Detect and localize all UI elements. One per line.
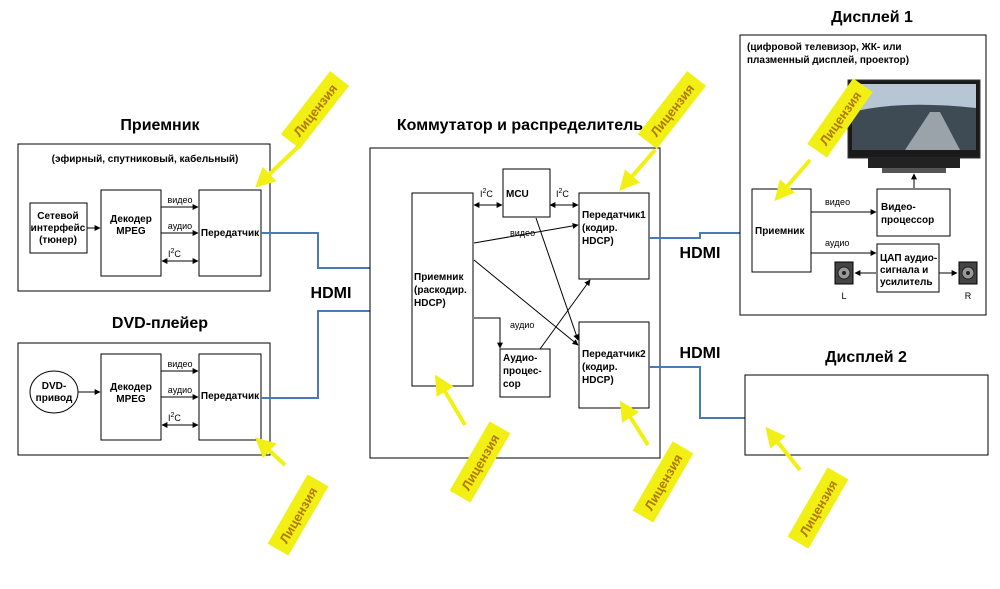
audio-proc-line1: Аудио- — [503, 353, 537, 364]
d-audio-label: аудио — [168, 385, 192, 395]
dvd-drive-line1: DVD- — [42, 381, 66, 392]
r-audio-label: аудио — [168, 221, 192, 231]
video-proc-line1: Видео- — [881, 202, 916, 213]
audio-processor-block: Аудио- процес- сор — [499, 348, 551, 398]
transmitter2-label: Передатчик — [201, 391, 260, 402]
mcu-block: MCU — [502, 168, 551, 218]
hdmi-cable-display1 — [649, 232, 752, 239]
net-interface-line1: Сетевой — [37, 211, 78, 222]
dac-line3: усилитель — [880, 277, 932, 288]
sw-tx1-line3: HDCP) — [582, 236, 614, 247]
license-tag-receiver: Лицензия — [255, 71, 350, 188]
mcu-label: MCU — [506, 189, 529, 200]
sw-i2c-left-label: I2C — [480, 188, 493, 199]
decoder2-line2: MPEG — [116, 394, 146, 405]
dvd-drive-ellipse: DVD- привод — [29, 370, 79, 414]
dvd-drive-line2: привод — [36, 393, 73, 404]
display2-title: Дисплей 2 — [825, 349, 907, 366]
r-video-label: видео — [167, 195, 192, 205]
transmitter1-label: Передатчик — [201, 228, 260, 239]
sw-i2c-right-label: I2C — [556, 188, 569, 199]
sw-tx2-line2: (кодир. — [582, 362, 618, 373]
d1-video-label: видео — [825, 197, 850, 207]
sw-audio-label: аудио — [510, 320, 534, 330]
speaker-right-icon — [958, 261, 978, 285]
display2-frame — [744, 374, 989, 456]
switch-receiver-block: Приемник (раскодир. HDCP) — [411, 192, 474, 387]
net-interface-line3: (тюнер) — [39, 235, 77, 246]
video-proc-line2: процессор — [881, 215, 934, 226]
switch-rx-line2: (раскодир. — [414, 285, 467, 296]
sw-video-label: видео — [510, 228, 535, 238]
video-processor-block: Видео- процессор — [876, 188, 951, 237]
hdmi-cable-dvd — [261, 310, 372, 399]
audio-proc-line3: сор — [503, 379, 521, 390]
speaker-left-icon — [834, 261, 854, 285]
dac-block: ЦАП аудио- сигнала и усилитель — [876, 243, 940, 293]
sw-tx2-line1: Передатчик2 — [582, 349, 646, 360]
speaker-right-label: R — [965, 291, 972, 301]
switch-rx-line3: HDCP) — [414, 298, 446, 309]
r-i2c-label: I2C — [168, 248, 181, 259]
dac-line2: сигнала и — [880, 265, 928, 276]
license-tag-dvd: Лицензия — [255, 437, 329, 556]
switch-rx-line1: Приемник — [414, 272, 464, 283]
dac-line1: ЦАП аудио- — [880, 253, 937, 264]
receiver-title: Приемник — [120, 117, 200, 134]
transmitter-block-2: Передатчик — [198, 353, 262, 441]
speaker-left-label: L — [841, 291, 846, 301]
decoder-block-1: Декодер MPEG — [100, 189, 162, 277]
tv-icon — [847, 79, 981, 173]
d-video-label: видео — [167, 359, 192, 369]
net-interface-block: Сетевой интерфейс (тюнер) — [29, 202, 88, 254]
sw-tx1-line2: (кодир. — [582, 223, 618, 234]
d1-audio-label: аудио — [825, 238, 849, 248]
hdmi-cable-display2 — [649, 366, 745, 419]
d1-receiver-label: Приемник — [755, 226, 805, 237]
switch-title: Коммутатор и распределитель — [397, 117, 643, 134]
audio-proc-line2: процес- — [503, 366, 542, 377]
hdmi-label-display1: HDMI — [680, 245, 721, 262]
decoder2-line1: Декодер — [110, 382, 152, 393]
d-i2c-label: I2C — [168, 412, 181, 423]
sw-tx2-line3: HDCP) — [582, 375, 614, 386]
license-label-receiver: Лицензия — [290, 81, 340, 139]
hdmi-label-input: HDMI — [311, 285, 352, 302]
display1-subtitle-1: (цифровой телевизор, ЖК- или — [747, 41, 902, 53]
decoder1-line2: MPEG — [116, 226, 146, 237]
switch-transmitter1-block: Передатчик1 (кодир. HDCP) — [578, 192, 650, 280]
decoder-block-2: Декодер MPEG — [100, 353, 162, 441]
decoder1-line1: Декодер — [110, 214, 152, 225]
license-label-switch-top: Лицензия — [647, 81, 697, 139]
sw-tx1-line1: Передатчик1 — [582, 210, 646, 221]
switch-transmitter2-block: Передатчик2 (кодир. HDCP) — [578, 321, 650, 409]
display1-receiver-block: Приемник — [751, 188, 812, 273]
display1-subtitle-2: плазменный дисплей, проектор) — [747, 55, 909, 66]
hdmi-label-display2: HDMI — [680, 345, 721, 362]
net-interface-line2: интерфейс — [31, 222, 86, 234]
receiver-subtitle: (эфирный, спутниковый, кабельный) — [52, 153, 239, 165]
display1-title: Дисплей 1 — [831, 9, 913, 26]
transmitter-block-1: Передатчик — [198, 189, 262, 277]
dvd-title: DVD-плейер — [112, 315, 208, 332]
